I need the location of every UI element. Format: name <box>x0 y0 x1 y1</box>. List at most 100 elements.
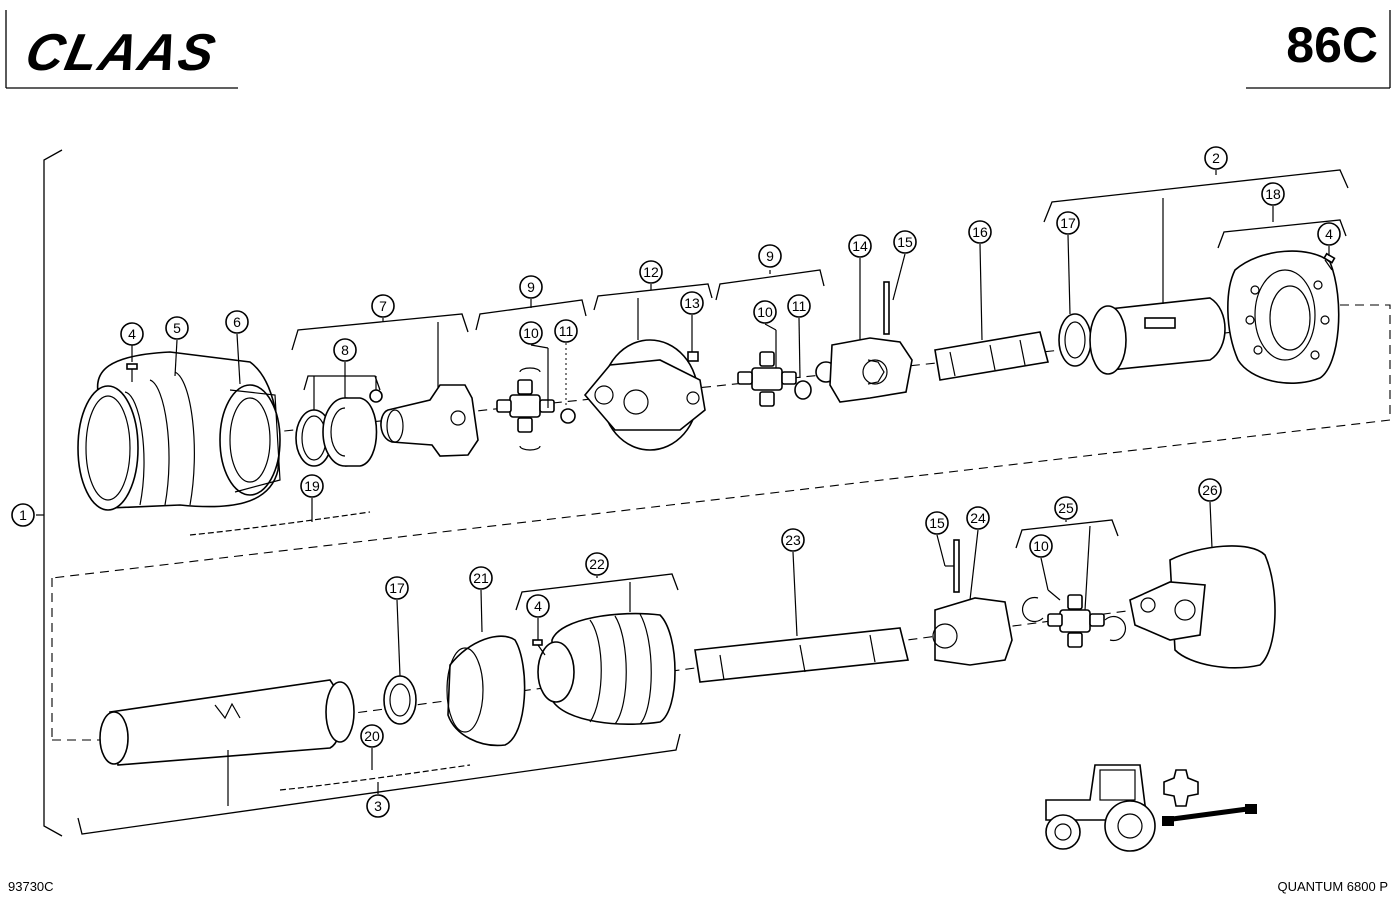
svg-text:25: 25 <box>1058 500 1074 516</box>
assembly-bracket <box>36 149 63 837</box>
svg-text:20: 20 <box>364 728 380 744</box>
chain-upper <box>189 511 371 536</box>
svg-text:14: 14 <box>852 238 868 254</box>
svg-text:11: 11 <box>792 298 807 314</box>
bellows-cone <box>537 612 676 725</box>
svg-text:13: 13 <box>684 295 700 311</box>
svg-text:9: 9 <box>766 248 774 264</box>
locking-ring-upper <box>1058 313 1092 367</box>
callout-17-upper: 17 <box>1056 211 1080 235</box>
screw-upper-left <box>126 363 138 382</box>
inner-profile-tube <box>934 331 1049 381</box>
bearing-ring <box>219 384 281 496</box>
page-number: 86C <box>1286 17 1378 73</box>
leader-lines <box>131 170 1330 806</box>
upper-row-parts <box>77 250 1340 536</box>
footer: 93730C QUANTUM 6800 P <box>8 879 1388 894</box>
svg-text:9: 9 <box>527 279 535 295</box>
brand-logo: CLAAS <box>21 24 222 82</box>
svg-text:10: 10 <box>523 325 539 341</box>
svg-text:6: 6 <box>233 314 241 330</box>
svg-text:12: 12 <box>643 264 659 280</box>
callout-10-lower: 10 <box>1029 534 1053 558</box>
screw-lower <box>532 639 546 656</box>
svg-text:1: 1 <box>19 507 27 523</box>
svg-text:26: 26 <box>1202 482 1218 498</box>
svg-text:5: 5 <box>173 320 181 336</box>
svg-text:18: 18 <box>1265 186 1281 202</box>
callout-21: 21 <box>469 566 493 590</box>
cone-lower <box>446 635 526 747</box>
cross-joint-right <box>737 351 837 407</box>
ring-set <box>295 389 383 467</box>
yoke-lower <box>932 597 1013 666</box>
callout-20: 20 <box>360 724 384 748</box>
svg-text:19: 19 <box>304 478 320 494</box>
callout-24: 24 <box>966 506 990 530</box>
guard-tube-lower <box>99 679 355 766</box>
callout-17-lower: 17 <box>385 576 409 600</box>
svg-text:2: 2 <box>1212 150 1220 166</box>
callout-7: 7 <box>371 294 395 318</box>
double-yoke <box>583 339 706 451</box>
yoke-upper <box>380 384 479 457</box>
callout-10-right: 10 <box>753 300 777 324</box>
profile-tube-lower <box>694 627 909 683</box>
callout-4-lower: 4 <box>526 594 550 618</box>
guard-end-cap <box>1227 250 1340 384</box>
svg-text:15: 15 <box>897 234 913 250</box>
callout-2: 2 <box>1204 146 1228 170</box>
callout-16: 16 <box>968 220 992 244</box>
callout-22: 22 <box>585 552 609 576</box>
group-brackets <box>77 169 1349 835</box>
callout-11-right: 11 <box>787 294 811 318</box>
yoke-with-pin <box>829 337 913 403</box>
svg-text:21: 21 <box>473 570 489 586</box>
svg-text:15: 15 <box>929 515 945 531</box>
callout-9-right: 9 <box>758 244 782 268</box>
callout-26: 26 <box>1198 478 1222 502</box>
callout-13: 13 <box>680 291 704 315</box>
svg-text:4: 4 <box>534 598 542 614</box>
svg-text:4: 4 <box>1325 226 1333 242</box>
svg-text:22: 22 <box>589 556 605 572</box>
drawing-number: 93730C <box>8 879 54 894</box>
svg-text:23: 23 <box>785 532 801 548</box>
callout-11-left: 11 <box>554 319 578 343</box>
cross-joint-lower <box>1021 594 1127 648</box>
callout-1: 1 <box>11 503 35 527</box>
spring-pin-lower <box>953 539 960 593</box>
callout-10-left: 10 <box>519 321 543 345</box>
svg-text:3: 3 <box>374 798 382 814</box>
svg-text:17: 17 <box>1060 215 1076 231</box>
tractor-pictogram <box>1045 764 1257 852</box>
svg-text:17: 17 <box>389 580 405 596</box>
callout-15-lower: 15 <box>925 511 949 535</box>
callout-25: 25 <box>1054 496 1078 520</box>
svg-text:10: 10 <box>1033 538 1049 554</box>
callout-4-upper-left: 4 <box>120 322 144 346</box>
locking-ring-lower <box>383 675 417 725</box>
lower-row-parts <box>99 539 1276 791</box>
callout-15-upper: 15 <box>893 230 917 254</box>
callout-9-left: 9 <box>519 275 543 299</box>
callout-8: 8 <box>333 338 357 362</box>
svg-text:8: 8 <box>341 342 349 358</box>
spring-pin-upper <box>883 281 890 335</box>
chain-lower <box>279 764 471 791</box>
guard-tube-upper <box>1089 297 1226 375</box>
svg-text:4: 4 <box>128 326 136 342</box>
svg-text:11: 11 <box>559 323 574 339</box>
guard-bell <box>1129 545 1276 669</box>
svg-text:16: 16 <box>972 224 988 240</box>
svg-text:7: 7 <box>379 298 387 314</box>
callout-14: 14 <box>848 234 872 258</box>
callout-12: 12 <box>639 260 663 284</box>
callout-3: 3 <box>366 794 390 818</box>
callout-6: 6 <box>225 310 249 334</box>
callout-18: 18 <box>1261 182 1285 206</box>
svg-text:10: 10 <box>757 304 773 320</box>
callout-23: 23 <box>781 528 805 552</box>
callouts: 1 2 3 4 4 4 5 6 7 8 9 9 10 10 10 11 11 1… <box>11 146 1341 818</box>
